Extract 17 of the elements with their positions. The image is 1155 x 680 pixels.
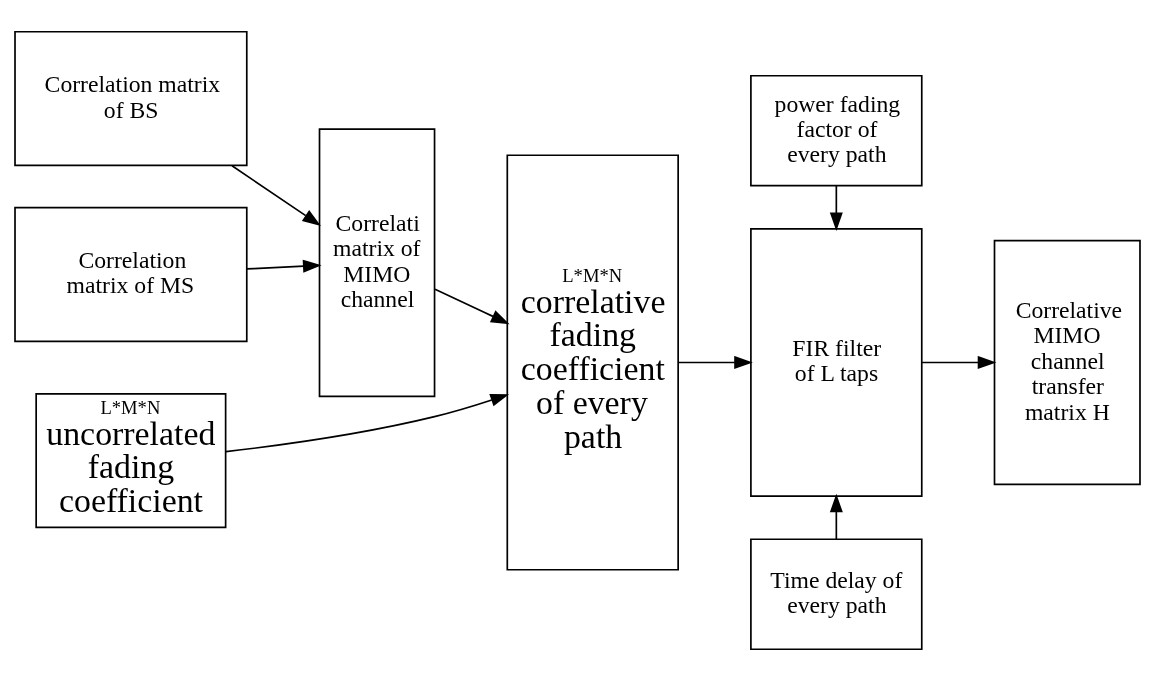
node-box: Correlative MIMO channel transfer matrix H — [993, 239, 1141, 485]
arrow — [246, 259, 322, 273]
arrow — [225, 393, 510, 452]
node-box: power fading factor of every path — [750, 74, 923, 187]
node-box: L*M*N correlative fading coefficient of every path — [506, 153, 679, 571]
arrow — [677, 355, 753, 369]
arrow — [921, 355, 997, 369]
arrow — [434, 287, 510, 324]
node-box: Time delay of every path — [750, 537, 923, 650]
node-box: Correlation matrix of BS — [14, 30, 248, 166]
node-box: L*M*N uncorrelated fading coefficient — [35, 392, 227, 528]
arrow — [231, 164, 321, 226]
arrow — [829, 184, 843, 231]
node-box: FIR filter of L taps — [750, 227, 923, 497]
arrow — [829, 493, 843, 540]
node-box: Correlati matrix of MIMO channel — [318, 127, 436, 397]
node-box: Correlation matrix of MS — [14, 206, 248, 342]
